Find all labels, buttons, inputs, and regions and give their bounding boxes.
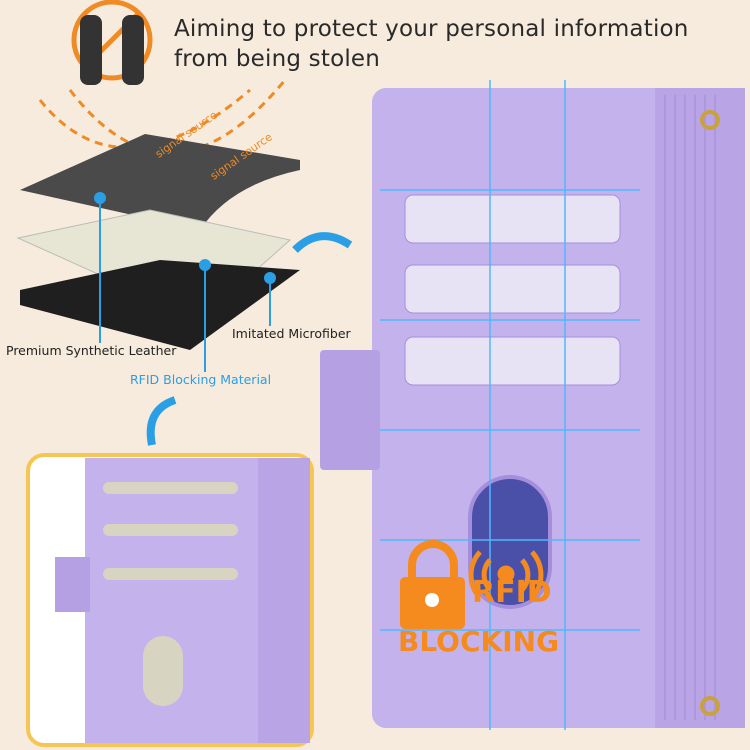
headline-line-2: from being stolen	[174, 46, 381, 72]
layer-label-middle: RFID Blocking Material	[130, 372, 272, 387]
wireless-signal-icon	[468, 550, 544, 600]
padlock-icon	[400, 540, 465, 629]
thief-icon	[71, 0, 153, 85]
rfid-badge-line1: RFID	[472, 575, 552, 610]
layer-label-bottom: Imitated Microfiber	[232, 326, 351, 341]
headline-line-1: Aiming to protect your personal informat…	[174, 16, 689, 42]
headline: Aiming to protect your personal informat…	[174, 14, 689, 74]
rfid-badge-line2: BLOCKING	[398, 625, 560, 658]
layer-label-top: Premium Synthetic Leather	[6, 343, 177, 358]
